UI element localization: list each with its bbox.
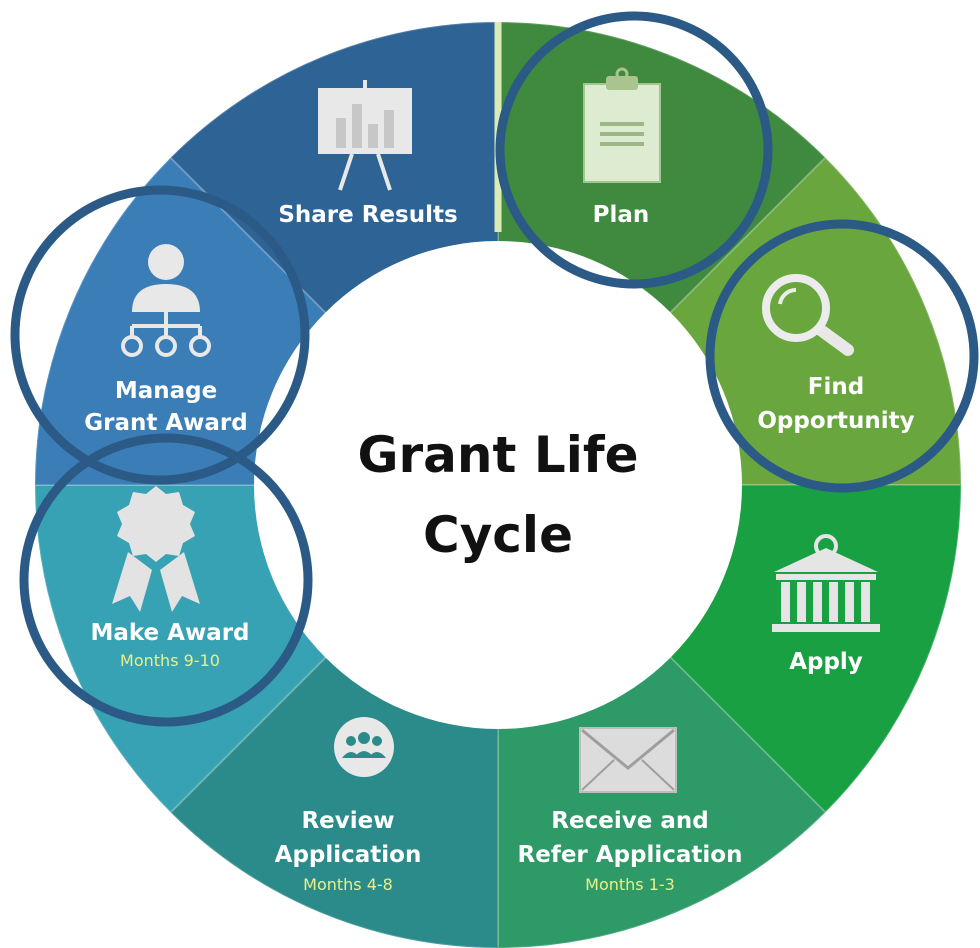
bank-building-icon [772, 534, 880, 632]
label-make-award: Make Award [90, 620, 249, 646]
clipboard-icon [583, 67, 661, 183]
label-find-opportunity-line2: Opportunity [757, 408, 914, 434]
people-group-icon [334, 717, 394, 777]
label-review-application-line2: Application [275, 842, 422, 868]
label-receive-refer-line1: Receive and [551, 808, 708, 834]
label-review-application-months: Months 4-8 [303, 875, 393, 894]
highlight-ring-plan [495, 11, 773, 289]
label-plan: Plan [593, 202, 650, 228]
label-make-award-months: Months 9-10 [120, 651, 220, 670]
center-title-line1: Grant Life [357, 426, 638, 484]
org-chart-icon [121, 244, 211, 357]
highlight-ring-manage-grant-award [10, 185, 310, 485]
label-find-opportunity-line1: Find [808, 374, 864, 400]
center-circle [254, 241, 742, 729]
label-receive-refer-months: Months 1-3 [585, 875, 675, 894]
award-ribbon-icon [112, 486, 200, 612]
presentation-chart-icon [318, 80, 412, 191]
label-share-results: Share Results [278, 202, 457, 228]
label-review-application-line1: Review [301, 808, 394, 834]
center-title-line2: Cycle [423, 506, 573, 564]
label-receive-refer-line2: Refer Application [518, 842, 743, 868]
envelope-icon [579, 727, 677, 793]
highlight-ring-find-opportunity [705, 219, 979, 493]
highlight-ring-make-award [19, 433, 313, 727]
label-manage-grant-award-line2: Grant Award [84, 410, 248, 436]
label-apply: Apply [789, 649, 863, 675]
magnifier-icon [762, 274, 854, 356]
label-manage-grant-award-line1: Manage [115, 378, 217, 404]
